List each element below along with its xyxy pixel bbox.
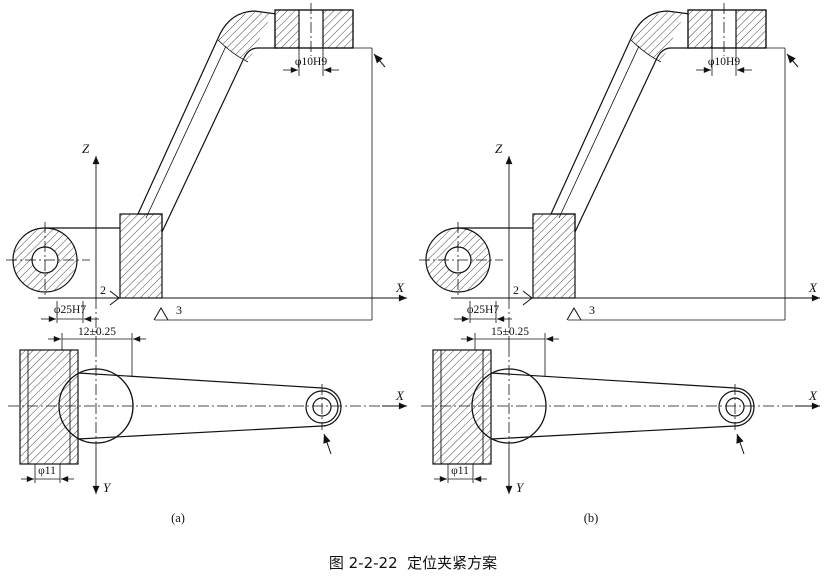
figures-row: φ10H9 φ25H7 2 3 Z X <box>0 2 826 534</box>
arm-web-line <box>145 45 227 219</box>
hub-column <box>532 213 576 299</box>
upper-x-axis-label: X <box>808 280 818 295</box>
figure-panel-a: φ10H9 φ25H7 2 3 Z X <box>0 2 413 534</box>
figure-a-drawing: φ10H9 φ25H7 2 3 Z X <box>6 3 407 525</box>
clamp-symbol-lower <box>736 433 745 455</box>
extension-lines <box>155 47 373 321</box>
upper-z-axis-label: Z <box>82 141 90 156</box>
dim-top-hole-label: φ10H9 <box>295 56 327 68</box>
dim-small-hole <box>21 464 74 483</box>
hub-column <box>119 213 163 299</box>
plan-arm-outline <box>490 372 755 440</box>
left-boss <box>419 222 533 296</box>
top-boss <box>687 3 767 56</box>
upper-view: φ10H9 φ25H7 2 3 Z X <box>6 3 407 346</box>
plan-arm-outline <box>77 372 342 440</box>
lower-view: 12±0.25 φ11 X Y <box>8 326 407 495</box>
arm-elbow-hatch <box>218 12 272 62</box>
dim-top-hole-label: φ10H9 <box>708 56 740 68</box>
lower-y-axis-label: Y <box>103 480 112 495</box>
upper-x-axis-label: X <box>395 280 405 295</box>
upper-view: φ10H9 φ25H7 2 3 Z X <box>419 3 820 346</box>
dim-left-hole-label: φ25H7 <box>54 304 86 316</box>
locator-2-label: 2 <box>100 283 106 297</box>
figure-caption: 图 2-2-22 定位夹紧方案 <box>328 554 498 572</box>
lower-x-axis-label: X <box>808 388 818 403</box>
dim-offset-label: 15±0.25 <box>491 326 529 338</box>
extension-lines <box>568 47 786 321</box>
locator-2-symbol <box>522 290 533 306</box>
lower-view: 15±0.25 φ11 X Y <box>421 326 820 495</box>
figure-b-drawing: φ10H9 φ25H7 2 3 Z X <box>419 3 820 525</box>
locator-3-label: 3 <box>176 303 182 317</box>
arm-break-line <box>217 39 249 63</box>
figure-label: (a) <box>171 511 185 525</box>
plan-left-block <box>19 349 79 465</box>
dim-left-hole-label: φ25H7 <box>467 304 499 316</box>
lower-x-axis-label: X <box>395 388 405 403</box>
figure-panel-b: φ10H9 φ25H7 2 3 Z X <box>413 2 826 534</box>
clamp-symbol-upper <box>373 53 386 68</box>
locator-3-symbol <box>153 307 169 321</box>
clamp-symbol-upper <box>786 53 799 68</box>
dim-left-hole <box>41 301 99 323</box>
arm-elbow-hatch <box>631 12 685 62</box>
arm-break-line <box>630 39 662 63</box>
left-boss <box>6 222 120 296</box>
dim-left-hole <box>454 301 512 323</box>
dim-top-hole <box>283 48 339 76</box>
locator-3-label: 3 <box>589 303 595 317</box>
dim-small-hole <box>434 464 487 483</box>
arm-web-line <box>558 45 640 219</box>
top-boss <box>274 3 354 56</box>
dim-top-hole <box>696 48 752 76</box>
dim-offset <box>48 333 146 376</box>
lower-y-axis-label: Y <box>516 480 525 495</box>
dim-small-hole-label: φ11 <box>38 465 56 477</box>
plan-left-block <box>432 349 492 465</box>
locator-2-label: 2 <box>513 283 519 297</box>
upper-z-axis-label: Z <box>495 141 503 156</box>
clamp-symbol-lower <box>323 433 332 455</box>
dim-offset <box>461 333 559 376</box>
dim-offset-label: 12±0.25 <box>78 326 116 338</box>
dim-small-hole-label: φ11 <box>451 465 469 477</box>
locator-3-symbol <box>566 307 582 321</box>
figure-label: (b) <box>584 511 599 525</box>
locator-2-symbol <box>109 290 120 306</box>
